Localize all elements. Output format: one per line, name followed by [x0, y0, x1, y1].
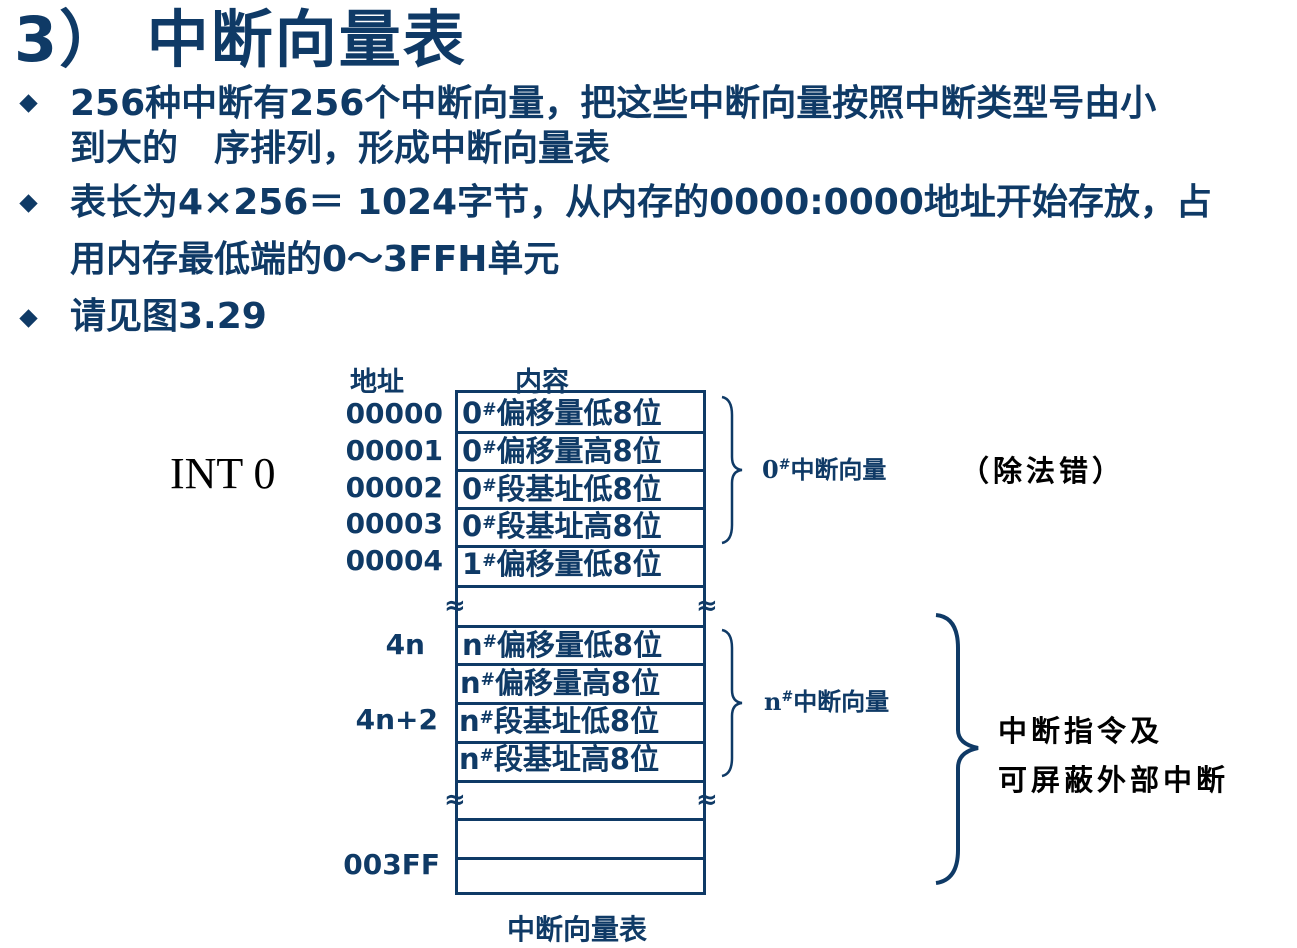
address-00003: 00003 — [345, 507, 443, 540]
vector0-label: 0#中断向量 — [762, 455, 887, 484]
row-divider — [458, 780, 703, 783]
bullet-2-line-2: 用内存最低端的0～3FFH单元 — [70, 239, 560, 280]
table-row: n#偏移量高8位 — [460, 666, 661, 700]
bullet-1-line-1: 256种中断有256个中断向量，把这些中断向量按照中断类型号由小 — [70, 83, 1157, 124]
row-divider — [458, 857, 703, 860]
row-divider — [458, 818, 703, 821]
address-header: 地址 — [350, 367, 404, 398]
int-instruction-note: 中断指令及 — [998, 714, 1164, 748]
bullet-2-line-1: 表长为4×256＝ 1024字节，从内存的0000:0000地址开始存放，占 — [70, 182, 1212, 223]
table-row: 0#偏移量低8位 — [462, 396, 662, 430]
table-row: 1#偏移量低8位 — [462, 547, 662, 581]
bullet-diamond-icon — [19, 194, 38, 213]
break-symbol-icon: ≈ — [444, 785, 466, 815]
maskable-interrupt-note: 可屏蔽外部中断 — [998, 763, 1230, 797]
row-divider — [458, 431, 703, 434]
diagram-caption: 中断向量表 — [507, 913, 648, 946]
row-divider — [458, 545, 703, 548]
bullet-diamond-icon — [19, 94, 38, 113]
row-divider — [458, 702, 703, 705]
address-00002: 00002 — [345, 471, 443, 504]
address-003FF: 003FF — [343, 848, 440, 881]
vectorn-label: n#中断向量 — [764, 687, 890, 716]
bullet-3-line-1: 请见图3.29 — [70, 296, 267, 337]
int0-label: INT 0 — [170, 449, 276, 498]
table-row: 0#段基址低8位 — [462, 472, 662, 506]
vector-table: 0#偏移量低8位 0#偏移量高8位 0#段基址低8位 0#段基址高8位 1#偏移… — [455, 390, 706, 895]
slide-title: 3） 中断向量表 — [14, 3, 467, 76]
bullet-diamond-icon — [19, 309, 38, 328]
address-00001: 00001 — [345, 434, 443, 467]
break-symbol-icon: ≈ — [696, 591, 718, 621]
table-row: 0#偏移量高8位 — [462, 434, 662, 468]
row-divider — [458, 469, 703, 472]
brace-vectorn-icon — [721, 628, 743, 778]
table-row: n#段基址低8位 — [459, 704, 660, 738]
row-divider — [458, 507, 703, 510]
brace-vector0-icon — [721, 395, 743, 545]
divide-error-note: （除法错） — [960, 454, 1126, 488]
row-divider — [458, 585, 703, 588]
bullet-1-line-2: 到大的 序排列，形成中断向量表 — [70, 128, 611, 169]
break-symbol-icon: ≈ — [444, 591, 466, 621]
address-4n: 4n — [385, 628, 425, 661]
address-00000: 00000 — [345, 397, 443, 430]
table-row: n#偏移量低8位 — [462, 628, 663, 662]
row-divider — [458, 663, 703, 666]
row-divider — [458, 741, 703, 744]
address-4n-plus-2: 4n+2 — [355, 703, 438, 736]
break-symbol-icon: ≈ — [696, 785, 718, 815]
table-row: 0#段基址高8位 — [462, 509, 662, 543]
address-00004: 00004 — [345, 544, 443, 577]
brace-range-icon — [935, 613, 979, 885]
table-row: n#段基址高8位 — [459, 742, 660, 776]
row-divider — [458, 625, 703, 628]
